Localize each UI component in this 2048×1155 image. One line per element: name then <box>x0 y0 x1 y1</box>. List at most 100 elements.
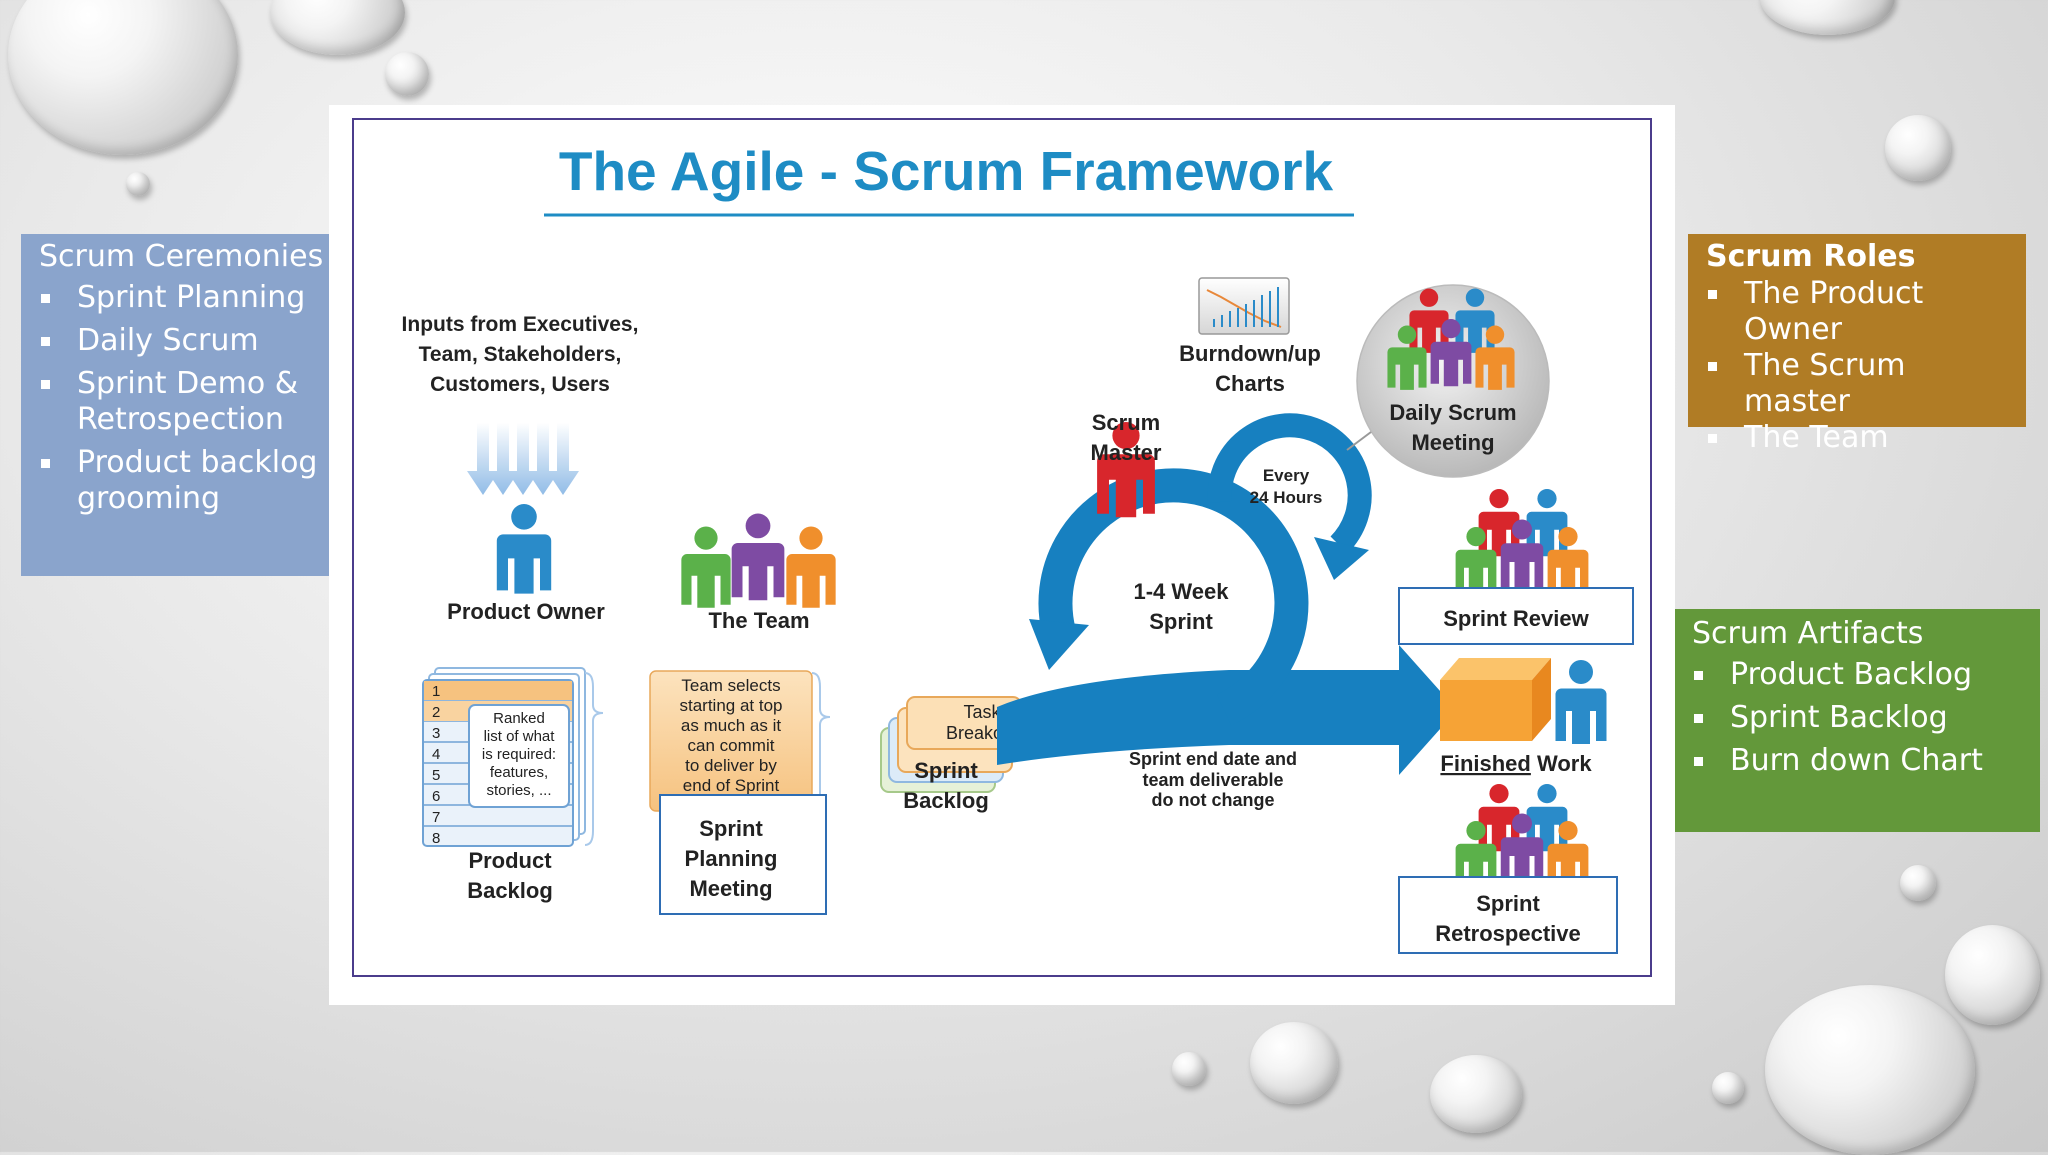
diagram-border <box>352 118 1652 977</box>
diagram-canvas: The Agile - Scrum Framework Inputs from … <box>352 118 1652 977</box>
sprint-planning-box <box>659 794 827 915</box>
water-drop <box>1760 0 1895 35</box>
row-number: 4 <box>432 746 440 763</box>
scrum-artifacts-panel: Scrum Artifacts Product Backlog Sprint B… <box>1674 609 2040 832</box>
list-item: Sprint Demo & Retrospection <box>39 366 338 438</box>
scrum-master-caption: Scrum Master <box>1091 410 1162 465</box>
panel-heading: Scrum Artifacts <box>1692 616 1924 651</box>
sprint-backlog-label: Sprint Backlog <box>903 758 989 813</box>
label-line: Backlog <box>467 878 553 903</box>
input-arrows-icon <box>467 423 579 495</box>
label-line: Sprint <box>914 758 978 783</box>
finished-work-person-icon <box>1555 660 1607 744</box>
water-drop <box>385 52 429 96</box>
row-number: 3 <box>432 725 440 742</box>
the-team-label: The Team <box>708 608 809 633</box>
note-line: list of what <box>484 728 556 745</box>
water-drop <box>8 0 238 155</box>
list-item: The Scrum master <box>1706 348 2016 420</box>
team-icon <box>681 513 836 608</box>
diagram-title: The Agile - Scrum Framework <box>559 140 1334 202</box>
label-line: 24 Hours <box>1250 488 1323 507</box>
note-line: is required: <box>482 746 556 763</box>
water-drop <box>1945 925 2040 1025</box>
label-line: 1-4 Week <box>1134 579 1230 604</box>
note-line: stories, ... <box>486 782 551 799</box>
label-line: Meeting <box>1411 430 1494 455</box>
product-owner-label: Product Owner <box>447 599 605 624</box>
inputs-line: Customers, Users <box>430 373 610 396</box>
water-drop <box>1172 1052 1206 1086</box>
panel-heading: Scrum Roles <box>1706 239 1916 274</box>
row-number: 7 <box>432 809 440 826</box>
note-line: Sprint end date and <box>1129 749 1297 769</box>
water-drop <box>1430 1055 1522 1133</box>
label-line: Backlog <box>903 788 989 813</box>
row-number: 6 <box>432 788 440 805</box>
water-drop <box>126 172 150 196</box>
label-line: Sprint <box>699 816 763 841</box>
label-line: Charts <box>1215 371 1285 396</box>
list-item: Sprint Planning <box>39 280 338 316</box>
label-line: Every <box>1263 466 1310 485</box>
list-item: The Product Owner <box>1706 276 2016 348</box>
backlog-row-numbers: 1 2 3 4 5 6 7 8 <box>432 683 440 847</box>
scrum-master-icon <box>1097 422 1155 518</box>
label-line: Scrum <box>1092 410 1160 435</box>
sprint-retro-team-icon <box>1455 784 1589 889</box>
water-drop <box>1712 1072 1744 1104</box>
label-line: Planning <box>685 846 778 871</box>
note-line: Ranked <box>493 710 545 727</box>
scrum-framework-diagram: The Agile - Scrum Framework Inputs from … <box>329 105 1675 1005</box>
list-item: Burn down Chart <box>1692 743 2030 779</box>
sprint-review-team-icon <box>1455 489 1589 595</box>
row-number: 2 <box>432 704 440 721</box>
label-line: Retrospective <box>1435 921 1581 946</box>
backlog-note: Ranked list of what is required: feature… <box>482 710 556 799</box>
water-drop <box>1900 865 1936 901</box>
note-line: team deliverable <box>1142 770 1283 790</box>
label-line: Daily Scrum <box>1389 400 1516 425</box>
list-item: Sprint Backlog <box>1692 700 2030 736</box>
panel-heading: Scrum Ceremonies <box>39 239 324 274</box>
list-item: Product backlog grooming <box>39 445 338 517</box>
note-line: starting at top <box>679 696 782 715</box>
note-line: to deliver by <box>685 756 777 775</box>
sprint-length-label: 1-4 Week Sprint <box>1134 579 1230 634</box>
label-line: Product <box>468 848 552 873</box>
list-item: The Team <box>1706 420 2016 456</box>
note-line: Team selects <box>681 676 780 695</box>
note-line: end of Sprint <box>683 776 780 795</box>
water-drop <box>270 0 405 55</box>
backlog-note-box <box>468 704 570 808</box>
note-line: can commit <box>688 736 775 755</box>
inputs-line: Inputs from Executives, <box>402 313 639 336</box>
artifacts-list: Product Backlog Sprint Backlog Burn down… <box>1692 657 2030 779</box>
water-drop <box>1885 115 1951 181</box>
label-line: Meeting <box>689 876 772 901</box>
note-line: do not change <box>1152 790 1275 810</box>
work-word: Work <box>1537 751 1592 776</box>
finished-work-label: Finished Work <box>1440 751 1592 776</box>
label-line: Sprint <box>1476 891 1540 916</box>
list-item: Product Backlog <box>1692 657 2030 693</box>
label-line: Burndown/up <box>1179 341 1321 366</box>
ceremonies-list: Sprint Planning Daily Scrum Sprint Demo … <box>39 280 338 517</box>
sprint-retro-box <box>1398 876 1618 954</box>
water-drop <box>1250 1022 1338 1104</box>
burndown-chart-icon <box>1198 277 1290 335</box>
daily-cycle-icon <box>1207 413 1372 580</box>
sprint-end-note: Sprint end date and team deliverable do … <box>1129 749 1297 810</box>
note-bracket <box>811 672 831 816</box>
daily-scrum-label: Daily Scrum Meeting <box>1389 400 1516 455</box>
row-number: 1 <box>432 683 440 700</box>
roles-list: The Product Owner The Scrum master The T… <box>1706 276 2016 456</box>
note-line: features, <box>490 764 548 781</box>
label-line: Sprint <box>1149 609 1213 634</box>
label-line: Task <box>963 702 1001 722</box>
list-item: Daily Scrum <box>39 323 338 359</box>
scrum-ceremonies-panel: Scrum Ceremonies Sprint Planning Daily S… <box>21 234 348 576</box>
water-drop <box>1765 985 1975 1155</box>
finished-word: Finished <box>1440 751 1530 776</box>
sprint-review-box <box>1398 587 1634 645</box>
